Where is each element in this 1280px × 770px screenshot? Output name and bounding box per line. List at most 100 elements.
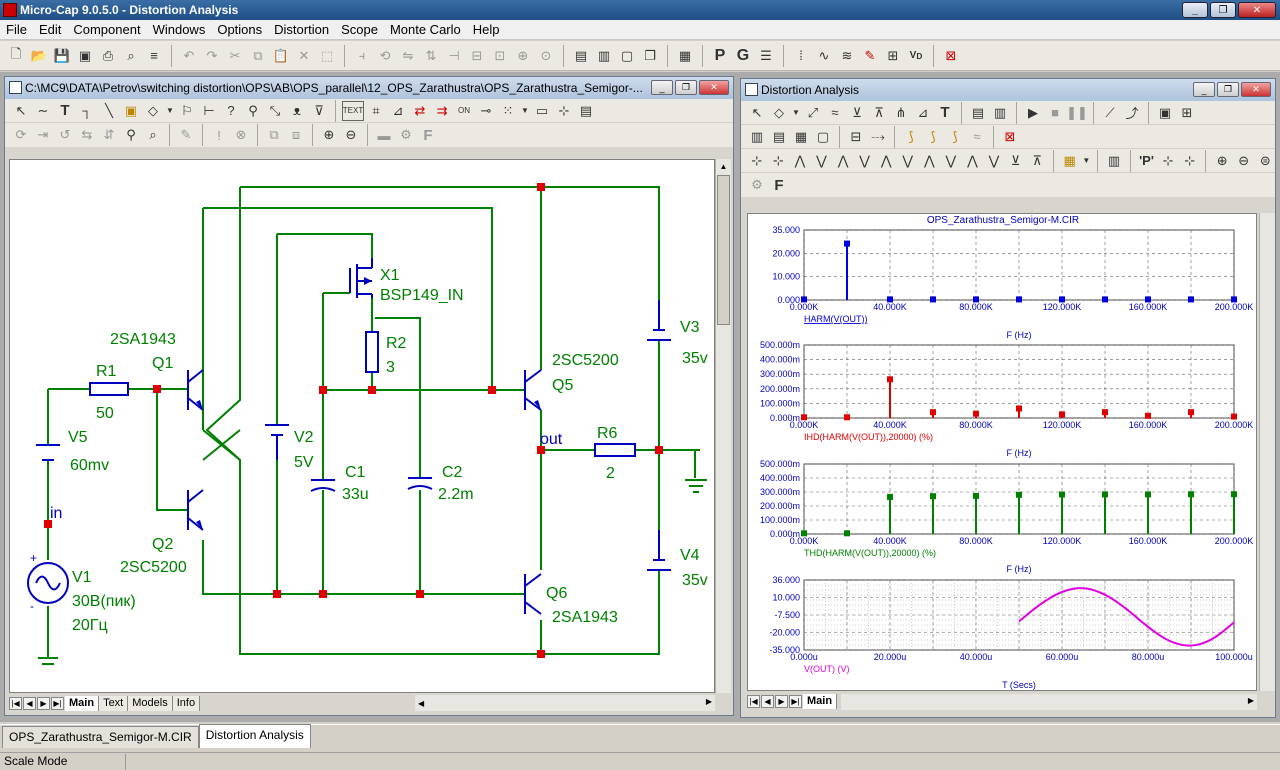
r2-name[interactable]: R2 <box>386 335 407 352</box>
q1-model[interactable]: 2SA1943 <box>110 331 176 348</box>
v1-amplitude[interactable]: 30В(пик) <box>72 593 136 610</box>
r6-value[interactable]: 2 <box>606 465 615 482</box>
zoom-in-icon[interactable]: ⊕ <box>323 127 335 142</box>
doctab-schematic[interactable]: OPS_Zarathustra_Semigor-M.CIR <box>2 726 199 748</box>
maximize-button[interactable]: ❐ <box>1210 2 1236 18</box>
x1-model[interactable]: BSP149_IN <box>380 287 464 304</box>
mirror-part-icon[interactable]: ⇆ <box>81 127 93 142</box>
analysis-close-button[interactable]: ✕ <box>1241 82 1271 97</box>
print-icon[interactable]: ⎙ <box>102 47 114 63</box>
open-file-icon[interactable]: 📂 <box>30 47 48 63</box>
q6-model[interactable]: 2SA1943 <box>552 609 618 626</box>
settings-icon[interactable]: ⚙ <box>751 177 763 192</box>
r2-value[interactable]: 3 <box>386 359 395 376</box>
global-high-icon[interactable]: ⋀ <box>880 152 892 168</box>
pin-connections-icon[interactable]: ⊸ <box>480 102 492 118</box>
dropdown-arrow-icon[interactable]: ▼ <box>792 108 800 117</box>
tab-models[interactable]: Models <box>128 696 173 711</box>
select-arrow-icon[interactable]: ↖ <box>15 102 27 118</box>
power-icon[interactable]: ⇉ <box>436 102 448 118</box>
pause-icon[interactable]: ❚❚ <box>1066 104 1088 120</box>
node-out-label[interactable]: out <box>540 431 563 448</box>
step-box-icon[interactable]: ⇥ <box>37 127 49 142</box>
dropdown-arrow-icon[interactable]: ▼ <box>166 106 174 115</box>
q2-model[interactable]: 2SC5200 <box>120 559 187 576</box>
close-button[interactable]: ✕ <box>1238 2 1276 18</box>
tracking-2-icon[interactable]: ⊹ <box>1184 152 1196 168</box>
properties-icon[interactable]: ▤ <box>971 104 985 120</box>
waveform-icon[interactable]: ∿ <box>818 47 830 63</box>
rotate-icon[interactable]: ⟲ <box>379 47 391 63</box>
select-arrow-icon[interactable]: ↖ <box>751 104 763 120</box>
orthogonal-wire-icon[interactable]: ┐ <box>82 103 92 118</box>
chart-edit-icon[interactable]: ⊠ <box>1004 128 1016 144</box>
slope-icon[interactable]: ⋁ <box>859 152 870 168</box>
tag-icon[interactable]: ⊿ <box>917 104 929 120</box>
q5-name[interactable]: Q5 <box>552 377 573 394</box>
print-preview-icon[interactable]: ⌕ <box>127 47 135 63</box>
tile-vertical-icon[interactable]: ▥ <box>597 47 611 63</box>
warning-icon[interactable]: ! <box>217 127 221 143</box>
schematic-minimize-button[interactable]: _ <box>651 80 673 95</box>
q5-model[interactable]: 2SC5200 <box>552 352 619 369</box>
last-tab-icon[interactable]: ▶| <box>789 695 802 708</box>
macro-icon[interactable]: ⧉ <box>269 127 279 142</box>
minimize-button[interactable]: _ <box>1182 2 1208 18</box>
cut-icon[interactable]: ✂ <box>229 47 241 63</box>
group-icon[interactable]: ⊡ <box>494 47 506 63</box>
info-icon[interactable]: ? <box>227 103 235 118</box>
component-icon[interactable]: ▣ <box>124 102 138 118</box>
pin-icon[interactable]: ⊢ <box>203 102 215 118</box>
global-low-icon[interactable]: ⋁ <box>902 152 914 168</box>
schematic-horizontal-scrollbar[interactable]: ◀ ▶ <box>415 695 715 711</box>
waveform-editor-icon[interactable]: ᴥ <box>293 103 301 118</box>
font-icon[interactable]: F <box>774 176 784 194</box>
currents-icon[interactable]: ⇄ <box>414 102 426 118</box>
plot-add-icon[interactable]: ⊻ <box>852 104 862 120</box>
plot-vertical-scrollbar[interactable] <box>1259 213 1275 691</box>
text-edit-icon[interactable]: ✎ <box>180 127 192 142</box>
q2-name[interactable]: Q2 <box>152 536 173 553</box>
folder-icon[interactable]: ▬ <box>377 127 391 143</box>
v5-value[interactable]: 60mv <box>70 457 109 474</box>
attribute-icon[interactable]: ≋ <box>841 47 853 63</box>
text-icon[interactable]: T <box>60 102 70 119</box>
menu-help[interactable]: Help <box>472 22 500 37</box>
settings-icon[interactable]: ⚙ <box>400 127 412 142</box>
first-tab-icon[interactable]: |◀ <box>9 697 22 710</box>
cursor-mode-icon[interactable]: ⊻ <box>1010 152 1021 168</box>
curve-icon[interactable]: ⤴ <box>1125 106 1139 121</box>
hierarchy-icon[interactable]: ⧈ <box>291 127 301 142</box>
stop-icon[interactable]: ■ <box>1051 105 1059 120</box>
c1-value[interactable]: 33u <box>342 486 369 503</box>
filter-icon[interactable]: ⊽ <box>314 102 324 118</box>
step-icon[interactable]: ⊣ <box>448 47 460 63</box>
menu-monte-carlo[interactable]: Monte Carlo <box>389 22 461 37</box>
q1-name[interactable]: Q1 <box>152 355 173 372</box>
q6-name[interactable]: Q6 <box>546 585 567 602</box>
align-icon[interactable]: ⫞ <box>358 47 366 63</box>
run-icon[interactable]: ▶ <box>1028 104 1038 120</box>
prev-tab-icon[interactable]: ◀ <box>761 695 774 708</box>
tab-text[interactable]: Text <box>99 696 129 711</box>
cursor-2-icon[interactable]: ⟆ <box>930 128 936 144</box>
properties-icon[interactable]: ▤ <box>579 102 593 118</box>
text-icon[interactable]: T <box>940 104 950 121</box>
save-icon[interactable]: 💾 <box>53 47 71 63</box>
font-icon[interactable]: F <box>423 126 433 144</box>
find-icon[interactable]: ⚲ <box>126 127 136 142</box>
tab-main[interactable]: Main <box>803 694 838 709</box>
node-numbers-icon[interactable]: ⌗ <box>372 102 380 118</box>
zoom-out-icon[interactable]: ⊖ <box>1238 152 1250 168</box>
chart-icon[interactable]: ⊠ <box>945 47 957 63</box>
plot-horizontal-scrollbar[interactable]: ▶ <box>841 693 1257 710</box>
next-icon[interactable]: ⋀ <box>967 152 978 168</box>
horizontal-axis-icon[interactable]: ⤏ <box>871 128 885 144</box>
properties-icon[interactable]: ≡ <box>150 48 158 63</box>
c1-name[interactable]: C1 <box>345 464 366 481</box>
menu-edit[interactable]: Edit <box>38 22 62 37</box>
new-file-icon[interactable]: 🗋 <box>10 45 22 61</box>
pin-mode-icon[interactable]: P <box>714 46 726 64</box>
rotate-left-icon[interactable]: ↺ <box>59 127 71 142</box>
